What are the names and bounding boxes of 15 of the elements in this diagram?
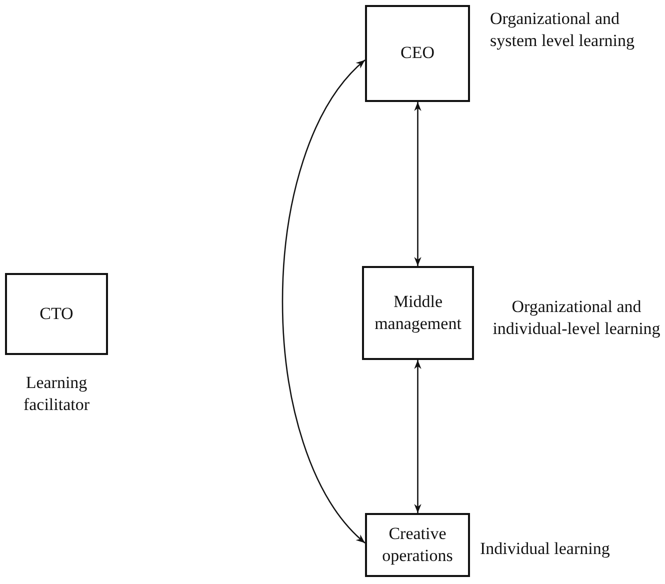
box-label: CEO [400,42,434,64]
process-box [365,5,470,102]
annotation-text: Learning facilitator [22,372,91,416]
process-box [365,513,470,577]
process-box [5,273,108,355]
annotation-text: Individual learning [480,538,611,560]
arrow [282,60,366,544]
arrow [414,360,422,513]
process-box [362,266,474,360]
box-label: Creative operations [381,522,454,567]
annotation-text: Organizational and system level learning [490,8,636,52]
box-label: CTO [40,302,74,325]
arrow [414,102,422,266]
annotation-text: Organizational and individual-level learning [492,296,662,340]
box-label: Middle management [374,290,462,335]
